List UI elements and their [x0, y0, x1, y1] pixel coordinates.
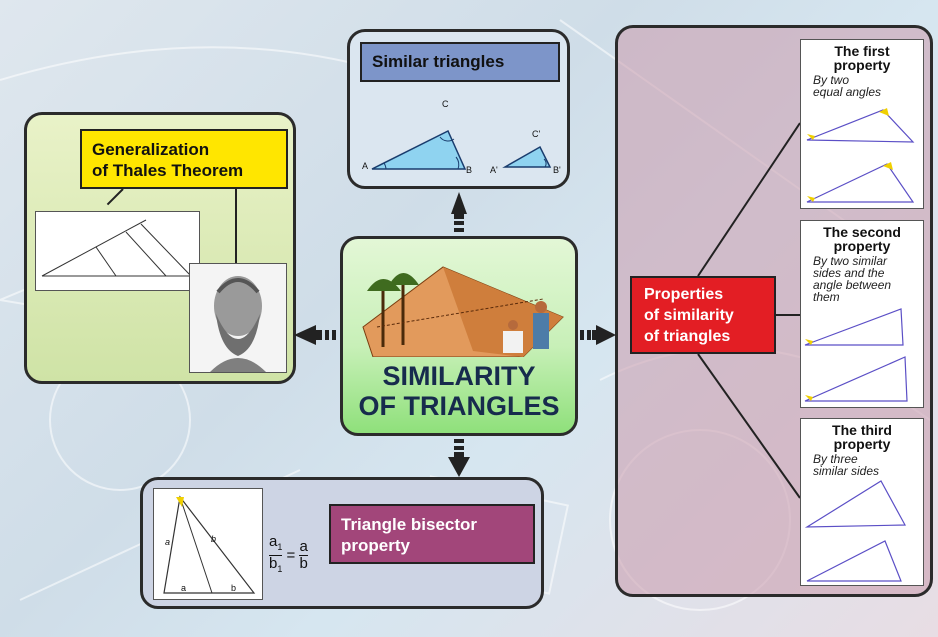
- thales-diagram: [35, 211, 200, 291]
- arrow-down-icon: [448, 439, 470, 477]
- similar-triangles-figure: [371, 129, 552, 170]
- angle-mark-c: [439, 136, 455, 142]
- thales-title-line2: of Thales Theorem: [92, 161, 244, 180]
- thales-theorem-panel: Generalization of Thales Theorem: [24, 112, 296, 384]
- formula-right-fraction: a b: [299, 538, 308, 572]
- arrow-right-icon: [580, 325, 616, 345]
- center-panel: SIMILARITY OF TRIANGLES: [340, 236, 578, 436]
- thales-connector-left: [106, 188, 124, 206]
- center-title-line2: OF TRIANGLES: [358, 391, 560, 421]
- third-property-desc: By three similar sides: [813, 453, 879, 477]
- bisector-formula: a1 b1 = a b: [269, 534, 308, 577]
- large-triangle: [371, 129, 467, 170]
- first-property-title-line1: The first: [834, 43, 890, 59]
- first-property-title: The first property: [801, 44, 923, 72]
- properties-connectors: [697, 122, 801, 499]
- vertex-a2-label: A': [490, 165, 498, 175]
- vertex-c2-label: C': [532, 129, 541, 139]
- formula-right-denominator: b: [299, 555, 308, 572]
- properties-panel: Properties of similarity of triangles Th…: [615, 25, 933, 597]
- small-triangle: [502, 145, 552, 168]
- second-property-desc-line1: By two similar: [813, 254, 888, 268]
- angle-mark-b: [455, 156, 460, 170]
- pyramid-illustration: [362, 266, 564, 357]
- center-title-line1: SIMILARITY: [382, 361, 536, 391]
- center-title: SIMILARITY OF TRIANGLES: [343, 361, 575, 421]
- second-property-title: The second property: [801, 225, 923, 253]
- properties-title-line1: Properties: [644, 286, 724, 303]
- arrow-up-icon: [451, 192, 467, 232]
- second-property-title-line1: The second: [823, 224, 901, 240]
- thales-lines-figure: [41, 219, 196, 277]
- third-property-desc-line1: By three: [813, 452, 858, 466]
- angle-mark-b2: [543, 158, 547, 168]
- formula-left-numerator: a: [269, 533, 278, 550]
- second-property-desc-line2: sides and the: [813, 266, 885, 280]
- thales-connector-right: [235, 189, 237, 263]
- angle-mark-a: [383, 162, 387, 170]
- formula-equals: =: [286, 547, 296, 564]
- arrow-left-icon: [294, 325, 336, 345]
- bisector-base-b1-label: b: [231, 583, 237, 593]
- properties-title: Properties of similarity of triangles: [630, 276, 776, 354]
- properties-title-line2: of similarity: [644, 307, 734, 324]
- third-property-desc-line2: similar sides: [813, 464, 880, 478]
- thales-portrait: [189, 263, 287, 373]
- second-property-desc-line4: them: [813, 290, 840, 304]
- third-property-title: The third property: [801, 423, 923, 451]
- first-property-triangles: [806, 108, 915, 203]
- second-property-desc: By two similar sides and the angle betwe…: [813, 255, 891, 303]
- bisector-panel: a b a b a1 b1 = a b Triangle bisector pr…: [140, 477, 544, 609]
- third-property-triangles: [804, 480, 906, 582]
- first-property-desc: By two equal angles: [813, 74, 881, 98]
- formula-right-numerator: a: [299, 538, 308, 556]
- thales-title-line1: Generalization: [92, 140, 210, 159]
- formula-left-den-sub: 1: [277, 564, 283, 574]
- second-property-triangles: [804, 308, 908, 402]
- bisector-base-a1-label: a: [181, 583, 187, 593]
- first-property-title-line2: property: [833, 57, 891, 73]
- similar-triangles-title: Similar triangles: [360, 42, 560, 82]
- formula-left-num-sub: 1: [277, 542, 283, 552]
- bisector-title: Triangle bisector property: [329, 504, 535, 564]
- bisector-side-b-label: b: [211, 534, 217, 544]
- second-property-card: The second property By two similar sides…: [800, 220, 924, 408]
- third-property-title-line2: property: [833, 436, 891, 452]
- similar-triangles-panel: Similar triangles A C B A' C' B': [347, 29, 570, 189]
- vertex-c-label: C: [442, 99, 449, 109]
- bisector-diagram: a b a b: [153, 488, 263, 600]
- bisector-title-line2: property: [341, 536, 410, 555]
- properties-title-line3: of triangles: [644, 328, 731, 345]
- vertex-a-label: A: [362, 161, 369, 171]
- formula-left-denominator: b: [269, 555, 278, 572]
- formula-left-fraction: a1 b1: [269, 533, 283, 577]
- vertex-b-label: B: [466, 165, 473, 175]
- first-property-desc-line1: By two: [813, 73, 850, 87]
- similar-triangles-title-text: Similar triangles: [372, 52, 505, 71]
- second-property-desc-line3: angle between: [813, 278, 892, 292]
- bisector-side-a-label: a: [165, 537, 171, 547]
- second-property-title-line2: property: [833, 238, 891, 254]
- third-property-title-line1: The third: [832, 422, 892, 438]
- thales-bust-icon: [210, 276, 266, 372]
- bisector-triangle-figure: [163, 495, 256, 594]
- thales-title: Generalization of Thales Theorem: [80, 129, 288, 189]
- first-property-card: The first property By two equal angles: [800, 39, 924, 209]
- vertex-b2-label: B': [553, 165, 561, 175]
- bisector-title-line1: Triangle bisector: [341, 515, 478, 534]
- first-property-desc-line2: equal angles: [813, 85, 882, 99]
- third-property-card: The third property By three similar side…: [800, 418, 924, 586]
